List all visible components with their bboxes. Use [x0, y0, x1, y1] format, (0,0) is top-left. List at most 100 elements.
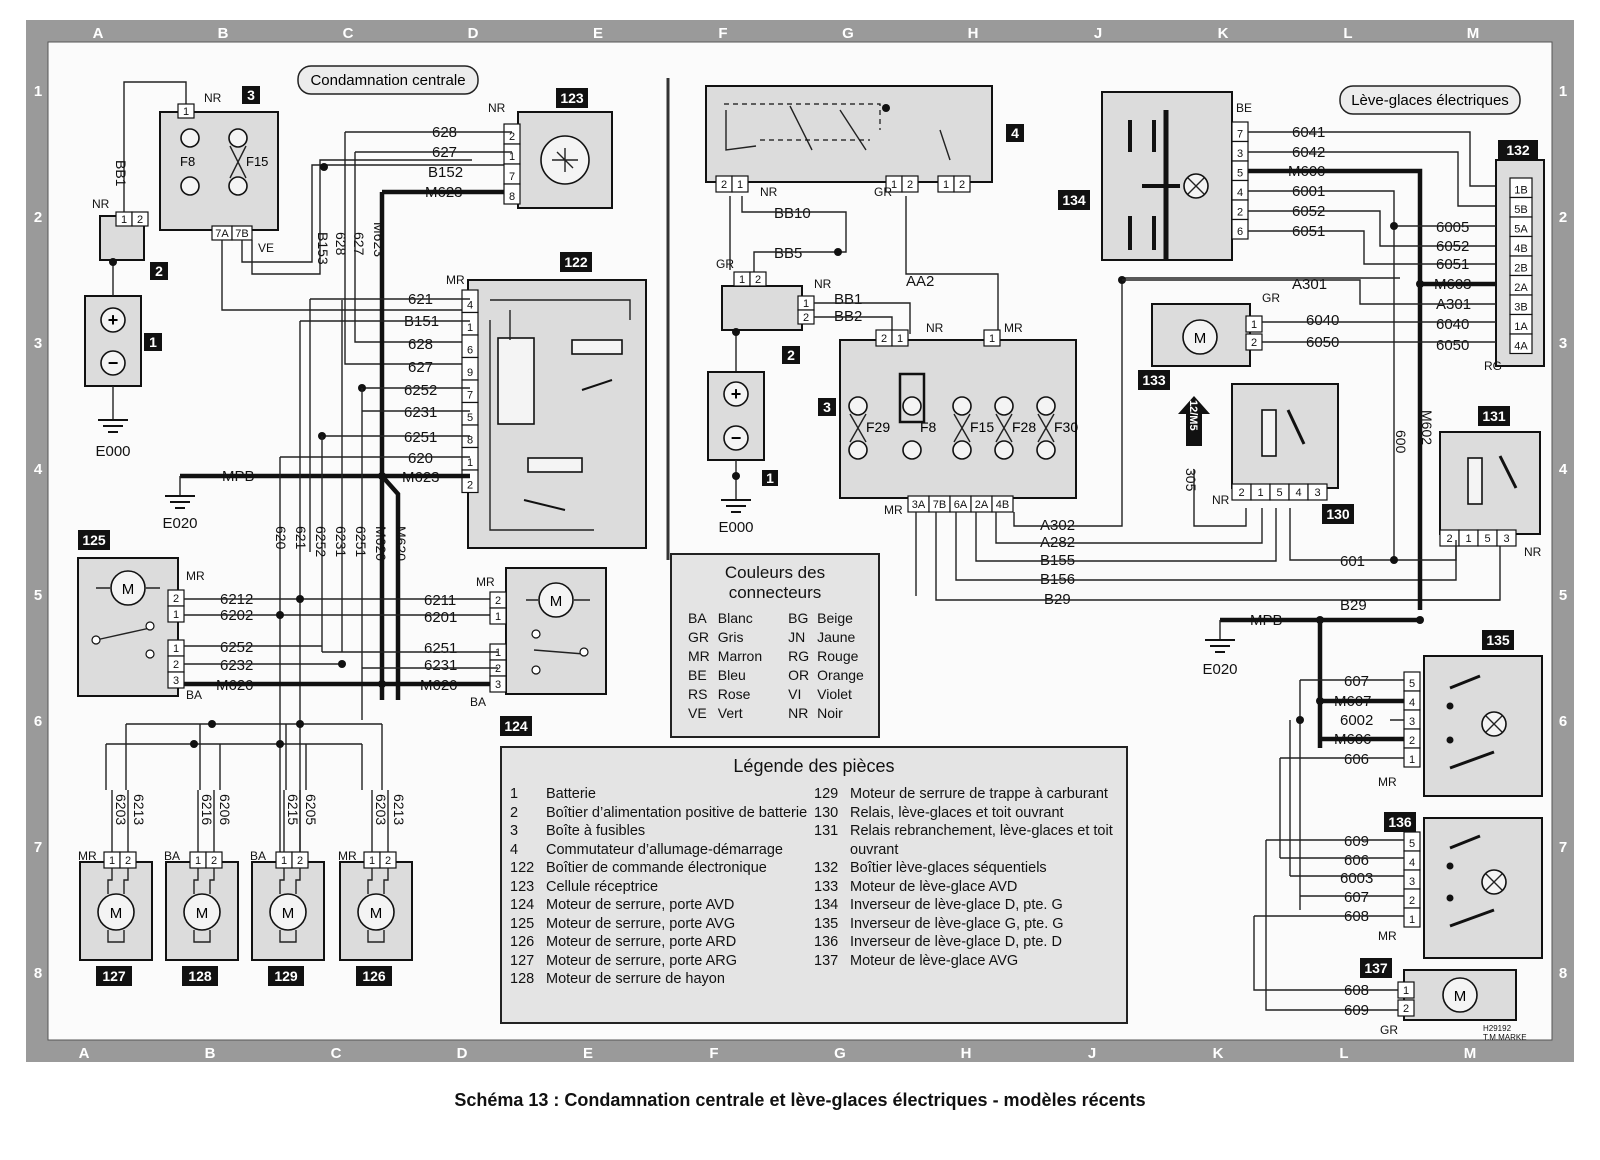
connector-pin-number: 1 — [1409, 914, 1415, 926]
wire-607-label: 607 — [1344, 673, 1369, 690]
arrow-12-m5-label: 12/M5 — [1187, 400, 1199, 431]
wire-label-vertical: 6205 — [303, 794, 319, 825]
fuse-box-3-left — [159, 111, 279, 231]
fuse-label: F29 — [866, 419, 890, 435]
parts-legend-text: Cellule réceptrice — [546, 878, 659, 895]
fuse-label: F28 — [1012, 419, 1036, 435]
color-nr-3: NR — [488, 101, 506, 115]
wire-label-vertical: 6215 — [285, 794, 301, 825]
badge-122 — [560, 252, 592, 272]
color-nr-4: NR — [760, 185, 778, 199]
badge-3-middle-label: 3 — [823, 399, 831, 415]
badge-132-label: 132 — [1506, 142, 1530, 158]
badge-1-middle-label: 1 — [766, 470, 774, 486]
wire-621-vertical: 621 — [293, 526, 309, 550]
wire-6052b-label: 6052 — [1436, 238, 1469, 255]
connector-pin-number: 2 — [467, 480, 473, 492]
connector-pin-number: 1A — [1514, 321, 1528, 333]
parts-legend-number: 4 — [510, 841, 519, 858]
connector-pin-number: 4 — [1409, 697, 1415, 709]
parts-legend-number: 124 — [510, 897, 535, 913]
connector-pin-number: 5 — [1409, 838, 1415, 850]
title-pill-right — [1339, 85, 1521, 115]
connector-color-name: Beige — [817, 610, 853, 626]
color-nr-130: NR — [1212, 493, 1230, 507]
badge-130-label: 130 — [1326, 506, 1350, 522]
svg-text:2: 2 — [803, 312, 809, 324]
wire-6005-label: 6005 — [1436, 219, 1469, 236]
color-nr-2m: NR — [814, 277, 832, 291]
badge-136-label: 136 — [1388, 814, 1412, 830]
connector-pin-number: 3 — [495, 679, 501, 691]
connector-pin — [891, 329, 909, 347]
badge-133-label: 133 — [1142, 372, 1166, 388]
parts-legend-number: 127 — [510, 952, 535, 969]
connector-pin-number: 1 — [109, 855, 115, 867]
connector-pin-number: 1 — [1409, 754, 1415, 766]
fuse-terminal — [902, 396, 922, 416]
wire-bb1-vertical: BB1 — [113, 160, 129, 187]
parts-legend-text: Moteur de serrure, porte ARD — [546, 934, 737, 950]
connector-pin-number: 7B — [933, 499, 946, 511]
parts-legend-text: Relais, lève-glaces et toit ouvrant — [850, 804, 1064, 821]
wire-601-label: 601 — [1340, 553, 1365, 570]
wire-m602-vertical: M602 — [1419, 410, 1435, 445]
connector-pin — [1403, 907, 1421, 928]
wire-label-vertical: 6213 — [131, 794, 147, 825]
svg-text:7B: 7B — [235, 228, 248, 240]
motor-icon — [269, 893, 307, 931]
connector-pin-number: 2 — [1409, 895, 1415, 907]
fuse-terminal — [1036, 396, 1056, 416]
fuse-f15-left: F15 — [246, 154, 268, 169]
badge-rear-motor-label: 128 — [188, 968, 212, 984]
wire-m623-label: M623 — [425, 184, 463, 201]
connector-color-name: Marron — [717, 648, 763, 664]
badge-2-middle-label: 2 — [787, 347, 795, 363]
ecu-module-block — [497, 337, 535, 425]
color-rg-132: RG — [1484, 359, 1502, 373]
connector-color-code: NR — [788, 705, 809, 721]
parts-legend-text: Inverseur de lève-glace G, pte. G — [850, 915, 1064, 932]
connector-pin-number: 4A — [1514, 341, 1528, 353]
connector-pin-number: 2 — [385, 855, 391, 867]
grid-number-left: 7 — [34, 839, 42, 856]
badge-123 — [556, 88, 588, 108]
badge-rear-motor — [356, 966, 392, 986]
motor-137-icon — [1442, 977, 1478, 1013]
badge-130 — [1322, 504, 1354, 524]
motor-icon — [183, 893, 221, 931]
motor-symbol: M — [110, 905, 123, 922]
grid-letter-top: A — [93, 25, 104, 42]
color-mr-122: MR — [446, 273, 465, 287]
connector-pin-number: 2 — [509, 131, 515, 143]
connector-pin-number: 1 — [989, 333, 995, 345]
wire-mpb-right-label: MPB — [1250, 612, 1283, 629]
svg-text:2: 2 — [137, 214, 143, 226]
connector-pin — [953, 175, 971, 193]
connector-pin-number: 3B — [1514, 302, 1527, 314]
drawing-reference-code: H29192 — [1483, 1024, 1512, 1033]
color-code: BA — [164, 849, 180, 863]
fuse-terminal — [848, 440, 868, 460]
color-gr-2: GR — [716, 257, 734, 271]
wire-620-label: 620 — [408, 450, 433, 467]
connector-colors-title-2: connecteurs — [728, 583, 822, 602]
connector-pin-number: 2 — [211, 855, 217, 867]
parts-legend-text: Commutateur d’allumage-démarrage — [546, 841, 783, 858]
wire-6050b-label: 6050 — [1436, 337, 1469, 354]
connector-pin-number: 6 — [1237, 226, 1243, 238]
connector-pin-number: 2 — [721, 179, 727, 191]
badge-122-label: 122 — [564, 254, 588, 270]
connector-pin-number: 2 — [1409, 735, 1415, 747]
connector-colors-title-1: Couleurs des — [724, 563, 826, 582]
parts-legend-number: 129 — [814, 786, 839, 802]
